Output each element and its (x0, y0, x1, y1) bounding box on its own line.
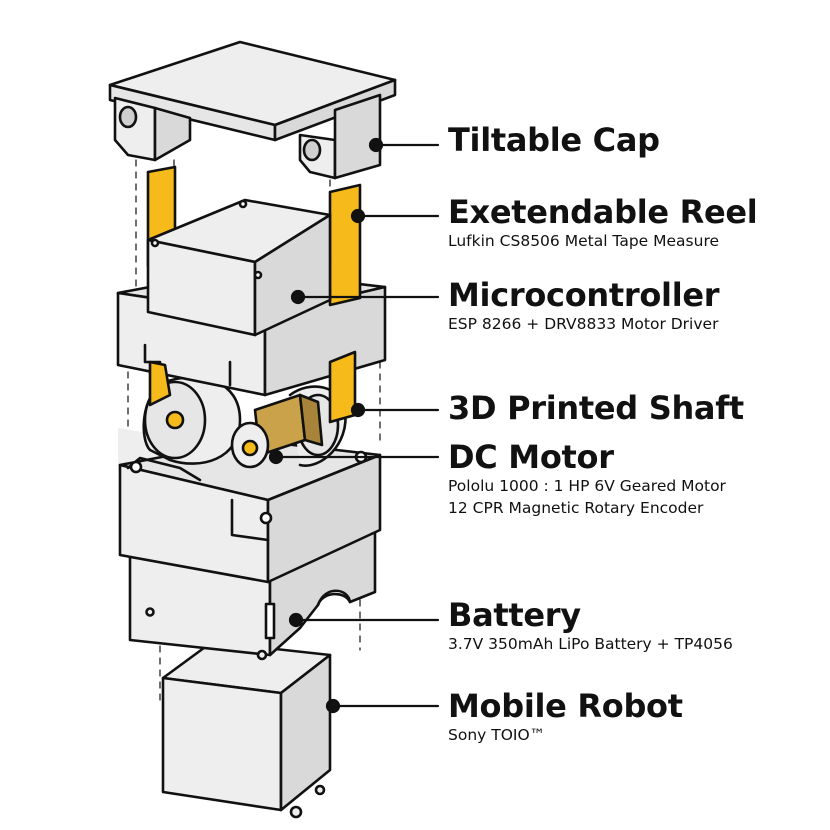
label-subtitle: Lufkin CS8506 Metal Tape Measure (448, 232, 720, 250)
label-title: Microcontroller (448, 276, 720, 314)
label-title: 3D Printed Shaft (448, 389, 744, 427)
label-subtitle: Sony TOIO™ (448, 726, 546, 744)
label-mobile-robot: Mobile Robot Sony TOIO™ (448, 688, 683, 746)
label-3d-printed-shaft: 3D Printed Shaft (448, 390, 744, 426)
mobile-robot-part (161, 640, 332, 819)
label-extendable-reel: Exetendable Reel Lufkin CS8506 Metal Tap… (448, 193, 758, 252)
label-title: Mobile Robot (448, 687, 683, 725)
tiltable-cap-part (108, 40, 397, 180)
leader-lines (268, 137, 440, 714)
label-subtitle: ESP 8266 + DRV8833 Motor Driver (448, 315, 719, 333)
label-subtitle: 12 CPR Magnetic Rotary Encoder (448, 499, 704, 517)
microcontroller-board-part (146, 198, 332, 337)
dc-motor-part (230, 393, 324, 469)
label-tiltable-cap: Tiltable Cap (448, 122, 660, 158)
label-title: Exetendable Reel (448, 193, 758, 231)
label-title: DC Motor (448, 438, 614, 476)
label-title: Tiltable Cap (448, 121, 660, 159)
label-dc-motor: DC Motor Pololu 1000 : 1 HP 6V Geared Mo… (448, 439, 726, 519)
label-battery: Battery 3.7V 350mAh LiPo Battery + TP405… (448, 597, 733, 655)
label-subtitle: 3.7V 350mAh LiPo Battery + TP4056 (448, 635, 733, 653)
label-subtitle: Pololu 1000 : 1 HP 6V Geared Motor (448, 477, 726, 495)
label-title: Battery (448, 596, 581, 634)
label-microcontroller: Microcontroller ESP 8266 + DRV8833 Motor… (448, 276, 720, 335)
